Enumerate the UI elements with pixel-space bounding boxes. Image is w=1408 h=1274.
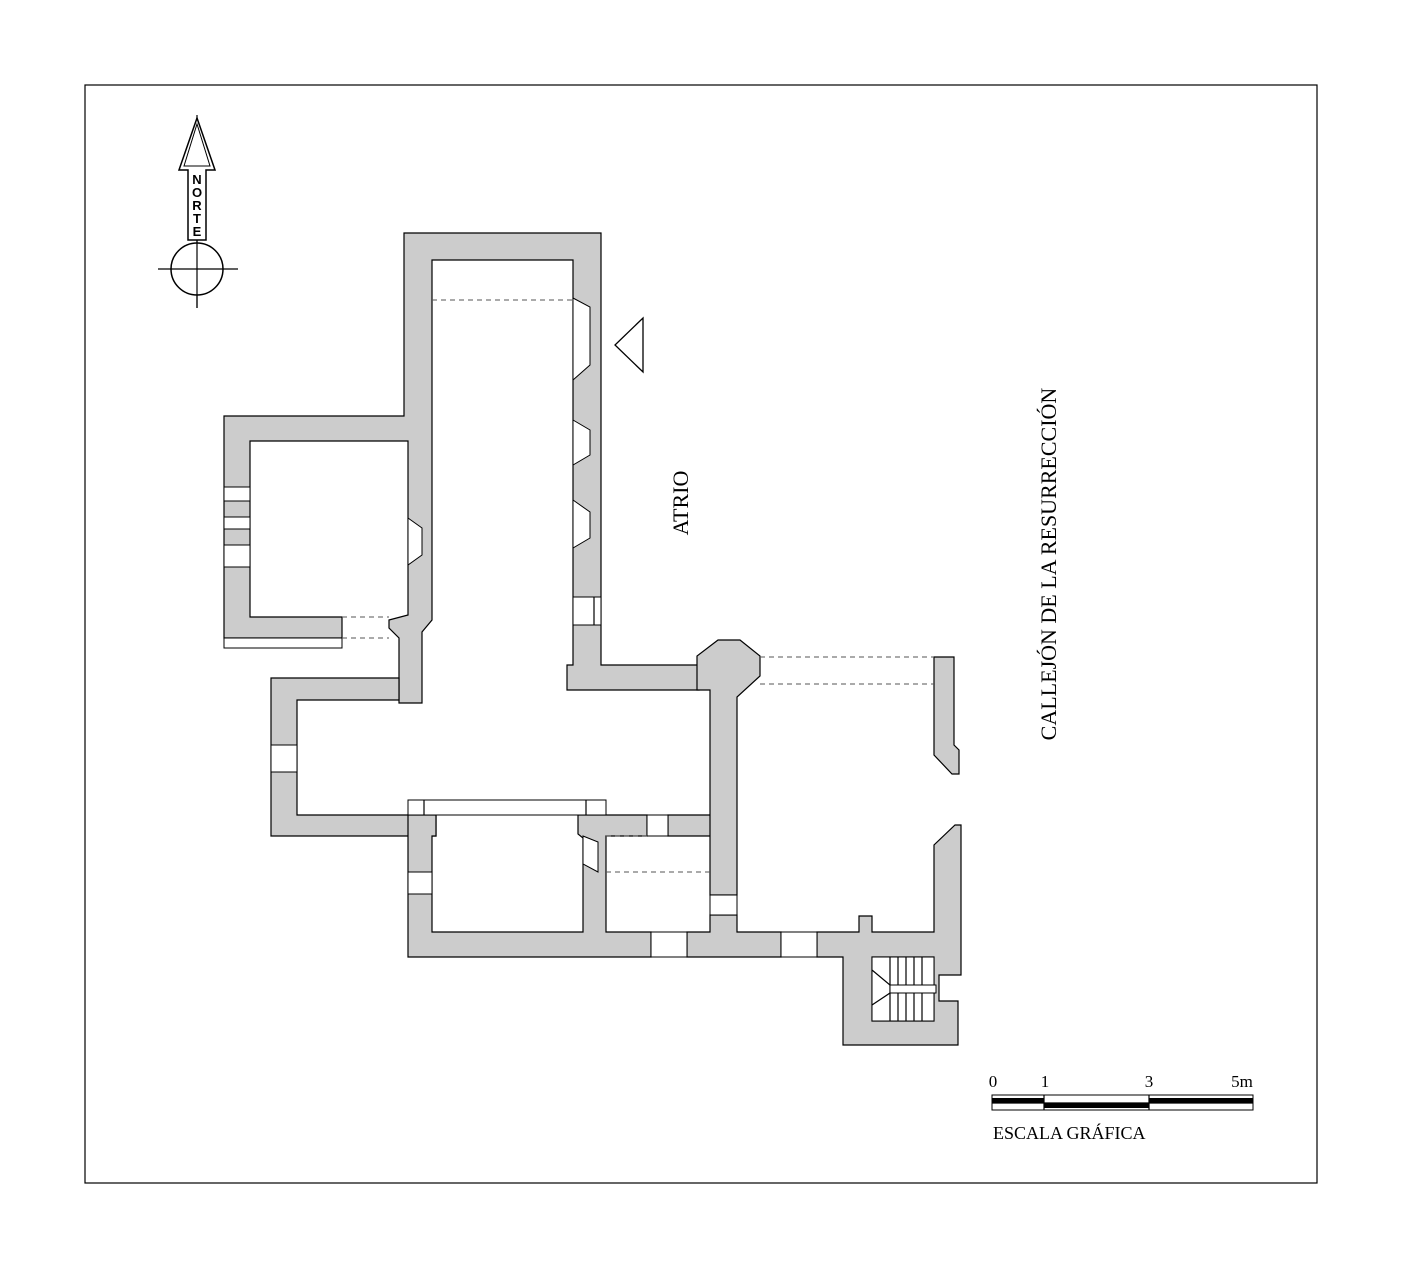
- door-south-2: [780, 931, 818, 958]
- wall-south-east: [686, 914, 782, 958]
- drawing-frame: [84, 84, 1318, 1184]
- compass-letter-t: T: [193, 211, 201, 226]
- niche-east-1: [572, 297, 591, 382]
- scale-tick-0: 0: [989, 1072, 998, 1091]
- north-arrow-icon: N O R T E: [158, 115, 238, 308]
- scale-tick-1: 1: [1041, 1072, 1050, 1091]
- wall-main-hall: [223, 232, 700, 704]
- compass-letter-e: E: [193, 224, 202, 239]
- door-tower: [709, 894, 738, 916]
- graphic-scale: 0 1 3 5m ESCALA GRÁFICA: [989, 1072, 1254, 1143]
- wall-west-strip: [223, 637, 343, 649]
- compass-letter-o: O: [192, 185, 202, 200]
- wall-east-upper: [933, 656, 960, 775]
- entrance-marker-icon: [614, 316, 644, 374]
- door-west-3: [223, 544, 251, 568]
- compass-letter-n: N: [192, 172, 201, 187]
- label-callejon: CALLEJÓN DE LA RESURRECCIÓN: [1036, 388, 1061, 741]
- door-west-1: [223, 486, 251, 502]
- wall-southwest-room: [407, 814, 652, 958]
- door-south-1: [650, 931, 688, 958]
- door-nave-east: [572, 596, 602, 626]
- staircase: [871, 956, 937, 1022]
- door-sw-west: [407, 871, 433, 895]
- door-corridor-west: [270, 744, 298, 773]
- door-west-2: [223, 516, 251, 530]
- niche-sw: [582, 835, 599, 873]
- compass-letter-r: R: [192, 198, 202, 213]
- niche-east-3: [572, 499, 591, 549]
- niche-east-2: [572, 419, 591, 466]
- scale-title: ESCALA GRÁFICA: [993, 1122, 1146, 1143]
- niche-west-room: [407, 517, 423, 566]
- wall-sw-top-strip: [407, 799, 607, 816]
- scale-tick-5: 5m: [1231, 1072, 1253, 1091]
- label-atrio: ATRIO: [668, 471, 693, 536]
- door-mid: [646, 814, 669, 837]
- scale-tick-3: 3: [1145, 1072, 1154, 1091]
